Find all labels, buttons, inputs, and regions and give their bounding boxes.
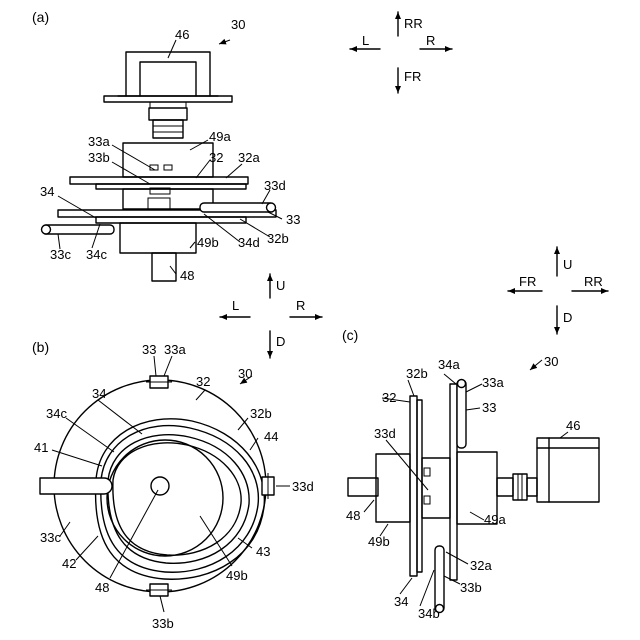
label-c-34a: 34a [438, 357, 460, 372]
dir-down-fr: FR [404, 69, 421, 84]
dir-left-fr: FR [519, 274, 536, 289]
panel-a-label: (a) [32, 9, 49, 25]
hub-49b-top [107, 440, 223, 556]
label-32a: 32a [238, 150, 260, 165]
label-c-46: 46 [566, 418, 580, 433]
dir-right-r-mid: R [296, 298, 305, 313]
shaft-48-side [348, 478, 378, 496]
plate-32-side [410, 396, 422, 576]
label-34c: 34c [86, 247, 107, 262]
label-c-33b: 33b [460, 580, 482, 595]
label-b-32b: 32b [250, 406, 272, 421]
rod-33c [42, 225, 115, 234]
label-b-33c: 33c [40, 530, 61, 545]
shaft-48-top [151, 477, 169, 495]
label-b-34c: 34c [46, 406, 67, 421]
label-c-32b: 32b [406, 366, 428, 381]
label-48: 48 [180, 268, 194, 283]
label-b-48: 48 [95, 580, 109, 595]
dir-left-l: L [362, 33, 369, 48]
label-b-42: 42 [62, 556, 76, 571]
label-b-34: 34 [92, 386, 106, 401]
motor-46-side-view [104, 52, 232, 138]
label-33d: 33d [264, 178, 286, 193]
label-c-34: 34 [394, 594, 408, 609]
label-c-48: 48 [346, 508, 360, 523]
label-c-33d: 33d [374, 426, 396, 441]
dir-up-u: U [276, 278, 285, 293]
label-c-34b: 34b [418, 606, 440, 621]
dir-down-d-right: D [563, 310, 572, 325]
rod-33-side [457, 380, 466, 449]
rod-33b-side [435, 546, 444, 613]
label-33c: 33c [50, 247, 71, 262]
label-33a: 33a [88, 134, 110, 149]
spiral-grooves [96, 419, 265, 579]
dir-down-d: D [276, 334, 285, 349]
rod-33d [200, 203, 276, 212]
label-b-33d: 33d [292, 479, 314, 494]
dir-up-u-right: U [563, 257, 572, 272]
label-c-32: 32 [382, 390, 396, 405]
label-b-33a: 33a [164, 342, 186, 357]
label-b-44: 44 [264, 429, 278, 444]
dir-left-l-mid: L [232, 298, 239, 313]
plate-34-side [450, 384, 457, 580]
hub-49b-side [376, 454, 410, 522]
label-32: 32 [209, 150, 223, 165]
direction-indicator-middle: U D L R [220, 274, 322, 358]
label-c-33: 33 [482, 400, 496, 415]
label-b-41: 41 [34, 440, 48, 455]
plate-32 [70, 177, 248, 194]
direction-indicator-top: RR FR L R [350, 12, 452, 93]
motor-46-side [537, 438, 599, 502]
label-c-32a: 32a [470, 558, 492, 573]
panel-a: (a) [32, 9, 300, 283]
panel-b-label: (b) [32, 339, 49, 355]
label-c-33a: 33a [482, 375, 504, 390]
label-32b: 32b [267, 231, 289, 246]
dir-right-r: R [426, 33, 435, 48]
hub-49a [123, 143, 213, 177]
ref-arrow-c [530, 360, 542, 370]
label-c-30: 30 [544, 354, 558, 369]
label-34: 34 [40, 184, 54, 199]
coupling-side [497, 474, 537, 500]
label-b-49b: 49b [226, 568, 248, 583]
dir-up-rr: RR [404, 16, 423, 31]
panel-c-label: (c) [342, 327, 358, 343]
label-33b: 33b [88, 150, 110, 165]
label-b-32: 32 [196, 374, 210, 389]
dir-right-rr: RR [584, 274, 603, 289]
label-30: 30 [231, 17, 245, 32]
ref-arrow-a [219, 40, 230, 44]
label-b-33: 33 [142, 342, 156, 357]
label-b-30: 30 [238, 366, 252, 381]
label-49b: 49b [197, 235, 219, 250]
direction-indicator-right: U D FR RR [508, 247, 608, 334]
panel-b: (b) [32, 339, 314, 631]
panel-c: (c) [342, 327, 599, 621]
label-34d: 34d [238, 235, 260, 250]
label-b-33b: 33b [152, 616, 174, 631]
label-c-49b: 49b [368, 534, 390, 549]
label-b-43: 43 [256, 544, 270, 559]
rod-33c-top [40, 478, 112, 494]
label-c-49a: 49a [484, 512, 506, 527]
label-46: 46 [175, 27, 189, 42]
label-33: 33 [286, 212, 300, 227]
label-49a: 49a [209, 129, 231, 144]
